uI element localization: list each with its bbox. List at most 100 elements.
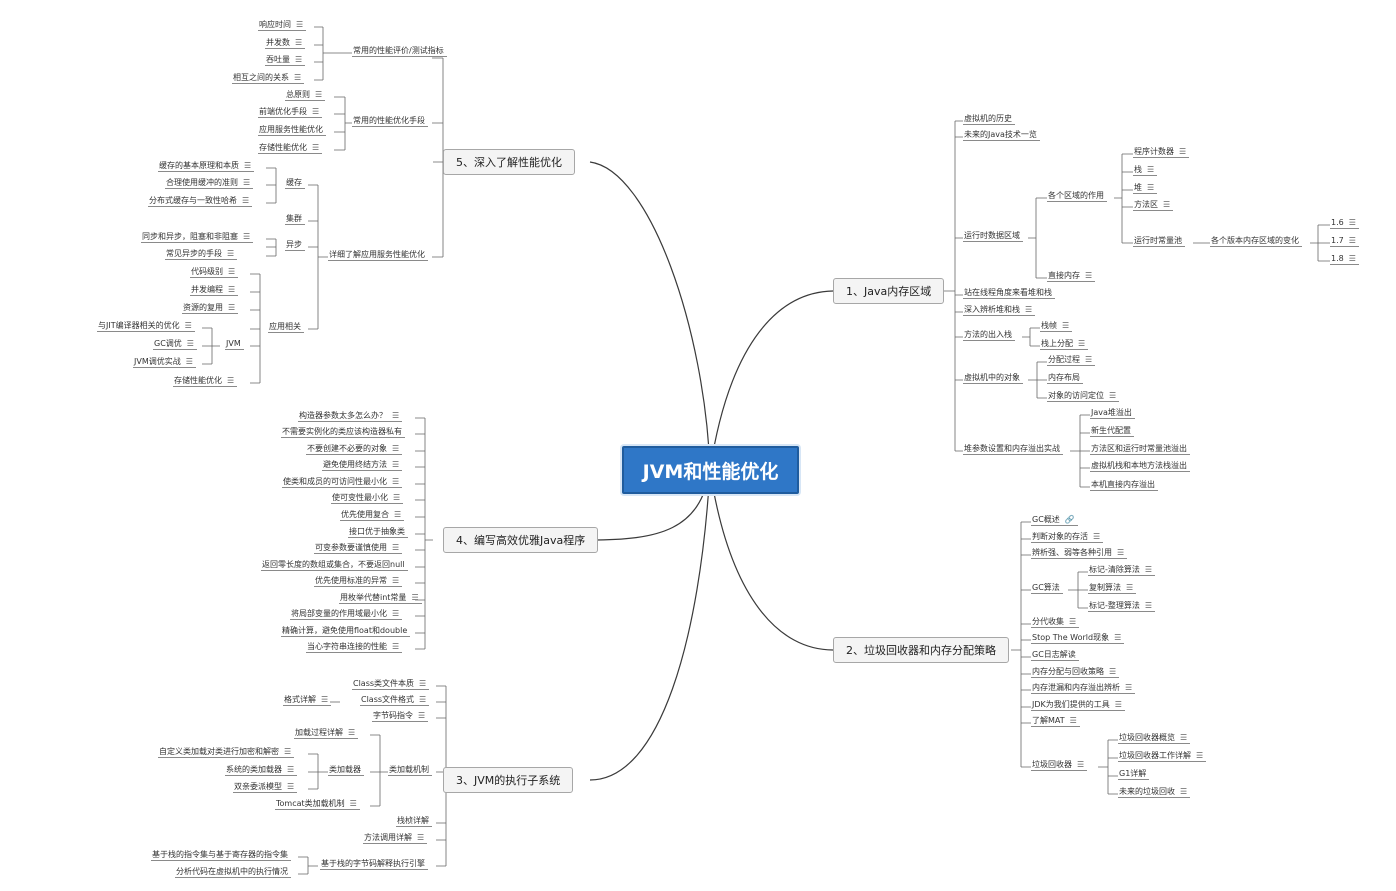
- tip-9[interactable]: 可变参数要谨慎使用☰: [314, 543, 403, 554]
- topic-gc-algorithms[interactable]: GC算法: [1031, 583, 1063, 594]
- tip-4[interactable]: 避免使用终结方法☰: [322, 460, 403, 471]
- topic-bytecode[interactable]: 字节码指令☰: [372, 711, 429, 722]
- topic-tomcat-loading[interactable]: Tomcat类加载机制☰: [275, 799, 360, 810]
- topic-perf-means[interactable]: 常用的性能优化手段: [352, 116, 428, 127]
- topic-version-changes[interactable]: 各个版本内存区域的变化: [1210, 236, 1302, 247]
- tip-2[interactable]: 不需要实例化的类应该构造器私有: [281, 427, 405, 438]
- tip-12[interactable]: 用枚举代替int常量☰: [339, 593, 422, 604]
- topic-method-frames[interactable]: 方法的出入栈: [963, 330, 1015, 341]
- topic-class-loading[interactable]: 类加载机制: [388, 765, 432, 776]
- branch-4[interactable]: 4、编写高效优雅Java程序: [443, 527, 599, 553]
- topic-appserver-opt[interactable]: 应用服务性能优化: [258, 125, 326, 136]
- tip-14[interactable]: 精确计算，避免使用float和double: [281, 626, 411, 637]
- topic-deep-heap-stack[interactable]: 深入辨析堆和栈☰: [963, 305, 1036, 316]
- topic-class-file[interactable]: Class类文件本质☰: [352, 679, 430, 690]
- topic-alloc-process[interactable]: 分配过程☰: [1047, 355, 1096, 366]
- topic-cache-principle[interactable]: 缓存的基本原理和本质☰: [158, 161, 255, 172]
- tip-8[interactable]: 接口优于抽象类: [348, 527, 408, 538]
- topic-class-format[interactable]: Class文件格式☰: [360, 695, 430, 706]
- topic-v16[interactable]: 1.6☰: [1330, 218, 1359, 229]
- topic-jvm-tune[interactable]: JVM调优实战☰: [133, 357, 196, 368]
- topic-frame[interactable]: 栈帧☰: [1040, 321, 1073, 332]
- topic-format-detail[interactable]: 格式详解☰: [283, 695, 332, 706]
- topic-async-means[interactable]: 常见异步的手段☰: [165, 249, 238, 260]
- topic-direct-memory[interactable]: 直接内存☰: [1047, 271, 1096, 282]
- topic-v17[interactable]: 1.7☰: [1330, 236, 1359, 247]
- topic-sync-async[interactable]: 同步和异步，阻塞和非阻塞☰: [141, 232, 254, 243]
- topic-concurrent-prog[interactable]: 并发编程☰: [190, 285, 239, 296]
- tip-11[interactable]: 优先使用标准的异常☰: [314, 576, 403, 587]
- tip-3[interactable]: 不要创建不必要的对象☰: [306, 444, 403, 455]
- topic-stw[interactable]: Stop The World现象☰: [1031, 633, 1125, 644]
- topic-v18[interactable]: 1.8☰: [1330, 254, 1359, 265]
- topic-collector-detail[interactable]: 垃圾回收器工作详解☰: [1118, 751, 1207, 762]
- tip-6[interactable]: 使可变性最小化☰: [331, 493, 404, 504]
- topic-heap[interactable]: 堆☰: [1133, 183, 1158, 194]
- topic-parent-delegation[interactable]: 双亲委派模型☰: [233, 782, 298, 793]
- topic-direct-oom[interactable]: 本机直接内存溢出: [1090, 480, 1158, 491]
- topic-cache[interactable]: 缓存: [285, 178, 305, 189]
- tip-5[interactable]: 使类和成员的可访问性最小化☰: [282, 477, 403, 488]
- branch-3[interactable]: 3、JVM的执行子系统: [443, 767, 574, 793]
- topic-runtime-data[interactable]: 运行时数据区域: [963, 231, 1023, 242]
- topic-principle[interactable]: 总原则☰: [285, 90, 326, 101]
- topic-storage-perf[interactable]: 存储性能优化☰: [173, 376, 238, 387]
- topic-mark-sweep[interactable]: 标记-清除算法☰: [1088, 565, 1156, 576]
- topic-leak-oom[interactable]: 内存泄漏和内存溢出辨析☰: [1031, 683, 1136, 694]
- topic-objects-in-vm[interactable]: 虚拟机中的对象: [963, 373, 1023, 384]
- tip-10[interactable]: 返回零长度的数组或集合，不要返回null: [261, 560, 408, 571]
- topic-stack[interactable]: 栈☰: [1133, 165, 1158, 176]
- topic-thread-heap-stack[interactable]: 站在线程角度来看堆和栈: [963, 288, 1055, 299]
- topic-future-java[interactable]: 未来的Java技术一览: [963, 130, 1040, 141]
- topic-consistent-hash[interactable]: 分布式缓存与一致性哈希☰: [148, 196, 253, 207]
- topic-response-time[interactable]: 响应时间☰: [258, 20, 307, 31]
- tip-13[interactable]: 将局部变量的作用域最小化☰: [290, 609, 403, 620]
- topic-collector-overview[interactable]: 垃圾回收器概览☰: [1118, 733, 1191, 744]
- tip-15[interactable]: 当心字符串连接的性能☰: [306, 642, 403, 653]
- topic-jvm[interactable]: JVM: [225, 339, 244, 350]
- topic-pc[interactable]: 程序计数器☰: [1133, 147, 1190, 158]
- tip-1[interactable]: 构造器参数太多怎么办？☰: [298, 411, 403, 422]
- topic-async[interactable]: 异步: [285, 240, 305, 251]
- topic-method-area-oom[interactable]: 方法区和运行时常量池溢出: [1090, 444, 1190, 455]
- topic-code-level[interactable]: 代码级别☰: [190, 267, 239, 278]
- topic-heap-params-oom[interactable]: 堆参数设置和内存溢出实战: [963, 444, 1063, 455]
- topic-copying[interactable]: 复制算法☰: [1088, 583, 1137, 594]
- topic-load-process[interactable]: 加载过程详解☰: [294, 728, 359, 739]
- topic-stack-alloc[interactable]: 栈上分配☰: [1040, 339, 1089, 350]
- topic-stack-vs-register[interactable]: 基于栈的指令集与基于寄存器的指令集: [151, 850, 291, 861]
- central-topic[interactable]: JVM和性能优化: [622, 446, 799, 494]
- branch-5[interactable]: 5、深入了解性能优化: [443, 149, 575, 175]
- topic-mat[interactable]: 了解MAT☰: [1031, 716, 1080, 727]
- topic-java-heap-oom[interactable]: Java堆溢出: [1090, 408, 1135, 419]
- topic-appserver-detail[interactable]: 详细了解应用服务性能优化: [328, 250, 428, 261]
- topic-mark-compact[interactable]: 标记-整理算法☰: [1088, 601, 1156, 612]
- topic-generational[interactable]: 分代收集☰: [1031, 617, 1080, 628]
- topic-relation[interactable]: 相互之间的关系☰: [232, 73, 305, 84]
- topic-exec-analysis[interactable]: 分析代码在虚拟机中的执行情况: [175, 867, 291, 878]
- topic-region-roles[interactable]: 各个区域的作用: [1047, 191, 1107, 202]
- topic-jit-opt[interactable]: 与JIT编译器相关的优化☰: [97, 321, 195, 332]
- topic-vm-history[interactable]: 虚拟机的历史: [963, 114, 1015, 125]
- branch-1[interactable]: 1、Java内存区域: [833, 278, 945, 304]
- topic-stack-oom[interactable]: 虚拟机栈和本地方法栈溢出: [1090, 461, 1190, 472]
- topic-cluster[interactable]: 集群: [285, 214, 305, 225]
- topic-custom-loader[interactable]: 自定义类加载对类进行加密和解密☰: [158, 747, 295, 758]
- topic-alloc-policy[interactable]: 内存分配与回收策略☰: [1031, 667, 1120, 678]
- topic-gc-overview[interactable]: GC概述🔗: [1031, 515, 1078, 526]
- topic-jdk-tools[interactable]: JDK为我们提供的工具☰: [1031, 700, 1125, 711]
- topic-perf-metrics[interactable]: 常用的性能评价/测试指标: [352, 46, 447, 57]
- topic-future-gc[interactable]: 未来的垃圾回收☰: [1118, 787, 1191, 798]
- topic-cache-rules[interactable]: 合理使用缓冲的准则☰: [165, 178, 254, 189]
- topic-frontend-opt[interactable]: 前端优化手段☰: [258, 107, 323, 118]
- topic-method-area[interactable]: 方法区☰: [1133, 200, 1174, 211]
- topic-storage-opt[interactable]: 存储性能优化☰: [258, 143, 323, 154]
- branch-2[interactable]: 2、垃圾回收器和内存分配策略: [833, 637, 1009, 663]
- topic-concurrency[interactable]: 并发数☰: [265, 38, 306, 49]
- topic-system-loader[interactable]: 系统的类加载器☰: [225, 765, 298, 776]
- topic-young-gen[interactable]: 新生代配置: [1090, 426, 1134, 437]
- topic-interpreter[interactable]: 基于栈的字节码解释执行引擎: [320, 859, 428, 870]
- topic-memory-layout[interactable]: 内存布局: [1047, 373, 1083, 384]
- topic-classloader[interactable]: 类加载器: [328, 765, 364, 776]
- topic-gc-log[interactable]: GC日志解读: [1031, 650, 1079, 661]
